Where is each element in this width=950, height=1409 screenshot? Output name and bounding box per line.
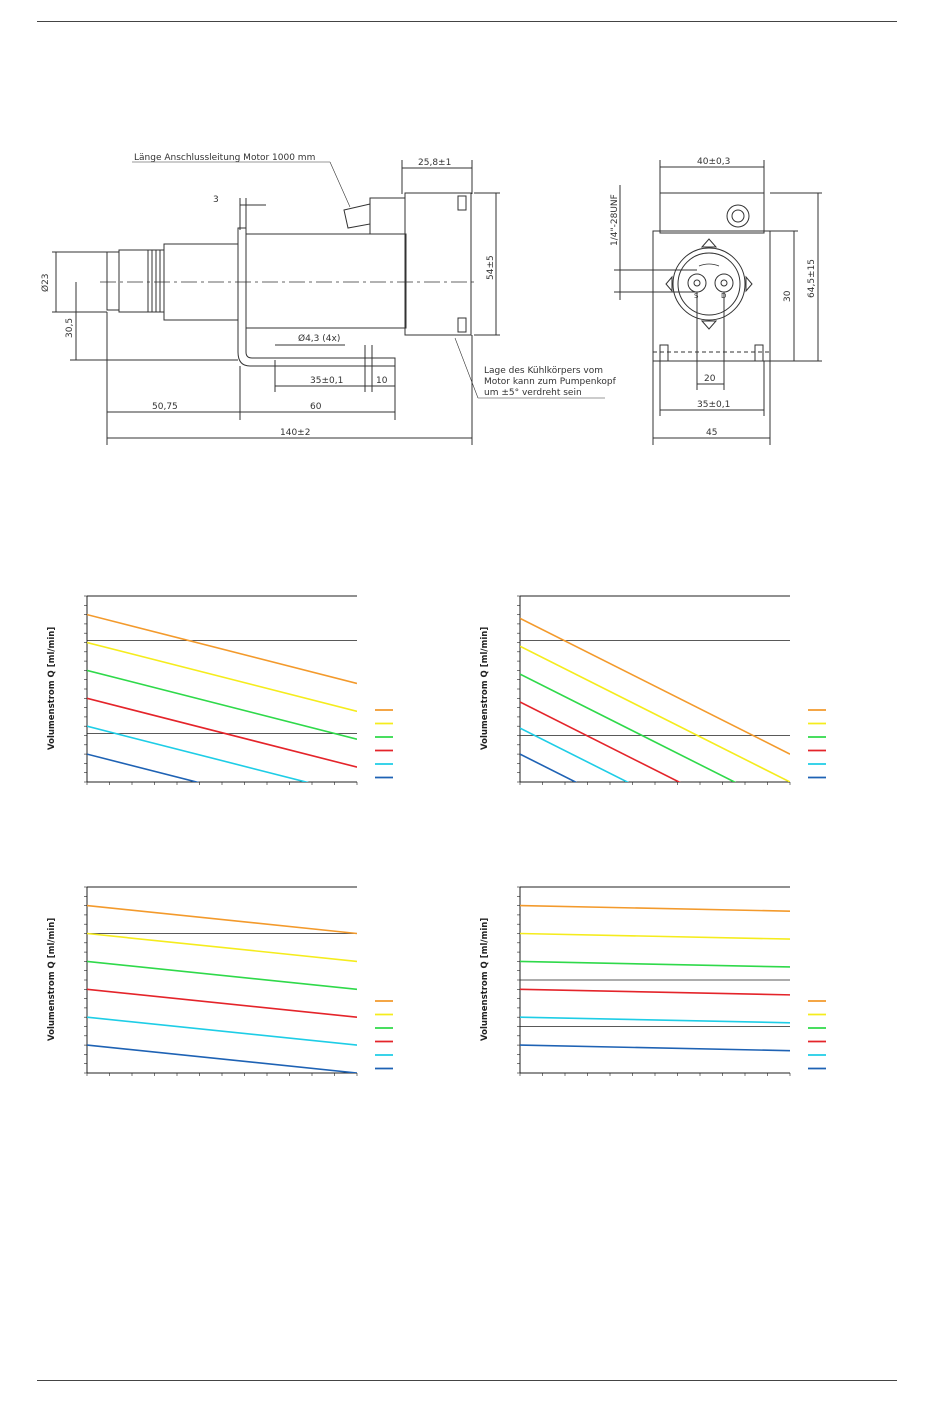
series-line-yellow	[87, 932, 357, 963]
dim-54: 54±5	[486, 255, 496, 280]
chart-4-plot	[517, 886, 826, 1076]
chart-4: Volumenstrom Q [ml/min]	[478, 881, 868, 1101]
heatsink	[404, 192, 472, 336]
series-line-orange	[520, 904, 790, 912]
dim-140: 140±2	[280, 428, 310, 438]
chart-2-plot	[517, 595, 826, 785]
series-line-red	[87, 988, 357, 1018]
series-line-red	[520, 701, 681, 782]
series-line-green	[520, 960, 790, 968]
dim-hole: Ø4,3 (4x)	[298, 333, 340, 344]
motor-body	[245, 233, 407, 329]
series-line-orange	[520, 617, 790, 755]
chart-1-plot	[84, 595, 393, 785]
chart-2: Volumenstrom Q [ml/min]	[478, 590, 868, 810]
dim-60: 60	[310, 402, 322, 412]
technical-drawing: Länge Anschlussleitung Motor 1000 mm 25,…	[40, 153, 822, 445]
series-line-cyan	[87, 725, 310, 782]
chart-3-plot	[84, 886, 393, 1076]
series-line-green	[87, 669, 357, 740]
series-line-green	[87, 960, 357, 991]
series-line-blue	[87, 753, 200, 782]
pump-head-body	[118, 249, 165, 313]
dim-45: 45	[706, 428, 717, 438]
dim-20: 20	[704, 374, 716, 384]
dim-25-8: 25,8±1	[418, 158, 451, 168]
dim-40: 40±0,3	[697, 157, 730, 167]
pump-head-front-view	[672, 247, 746, 321]
heatsink-note-3: um ±5° verdreht sein	[484, 388, 582, 398]
front-view-plate	[652, 230, 771, 362]
series-line-orange	[87, 613, 357, 685]
series-line-cyan	[520, 1016, 790, 1024]
series-line-cyan	[520, 727, 630, 782]
dim-35-left: 35±0,1	[310, 376, 343, 386]
series-line-yellow	[520, 645, 790, 782]
chart-3: Volumenstrom Q [ml/min]	[45, 881, 435, 1101]
top-rule	[37, 21, 897, 22]
dim-35-right: 35±0,1	[697, 400, 730, 410]
heatsink-note-1: Lage des Kühlkörpers vom	[484, 366, 603, 376]
dim-10-left: 10	[376, 376, 388, 386]
series-line-yellow	[87, 641, 357, 713]
series-line-green	[520, 673, 737, 782]
thread-port	[726, 204, 750, 228]
dim-30-right: 30	[783, 290, 793, 302]
dim-30-5: 30,5	[65, 318, 75, 338]
series-line-blue	[520, 1044, 790, 1052]
dim-23: Ø23	[40, 273, 51, 292]
series-line-blue	[520, 753, 578, 782]
port-s-label: S	[694, 292, 699, 300]
series-line-red	[520, 988, 790, 996]
cable-gland	[369, 197, 406, 235]
bottom-rule	[37, 1380, 897, 1381]
mounting-bracket	[237, 227, 396, 367]
dim-3: 3	[213, 195, 219, 205]
dim-thread: 1/4"-28UNF	[610, 194, 620, 246]
front-view-heatsink	[659, 192, 765, 234]
series-line-blue	[87, 1044, 357, 1073]
chart-1: Volumenstrom Q [ml/min]	[45, 590, 435, 810]
series-line-orange	[87, 904, 357, 935]
series-line-red	[87, 697, 357, 768]
series-line-yellow	[520, 932, 790, 940]
port-d-label: D	[721, 292, 726, 300]
port-suction	[687, 273, 707, 293]
heatsink-note-2: Motor kann zum Pumpenkopf	[484, 377, 617, 387]
cable-length-note: Länge Anschlussleitung Motor 1000 mm	[134, 153, 315, 163]
series-line-cyan	[87, 1016, 357, 1046]
motor-cable	[343, 203, 371, 229]
pump-head-front	[106, 251, 120, 311]
port-discharge	[714, 273, 734, 293]
dim-64-5: 64,5±15	[807, 259, 817, 298]
dim-50-75: 50,75	[152, 402, 178, 412]
